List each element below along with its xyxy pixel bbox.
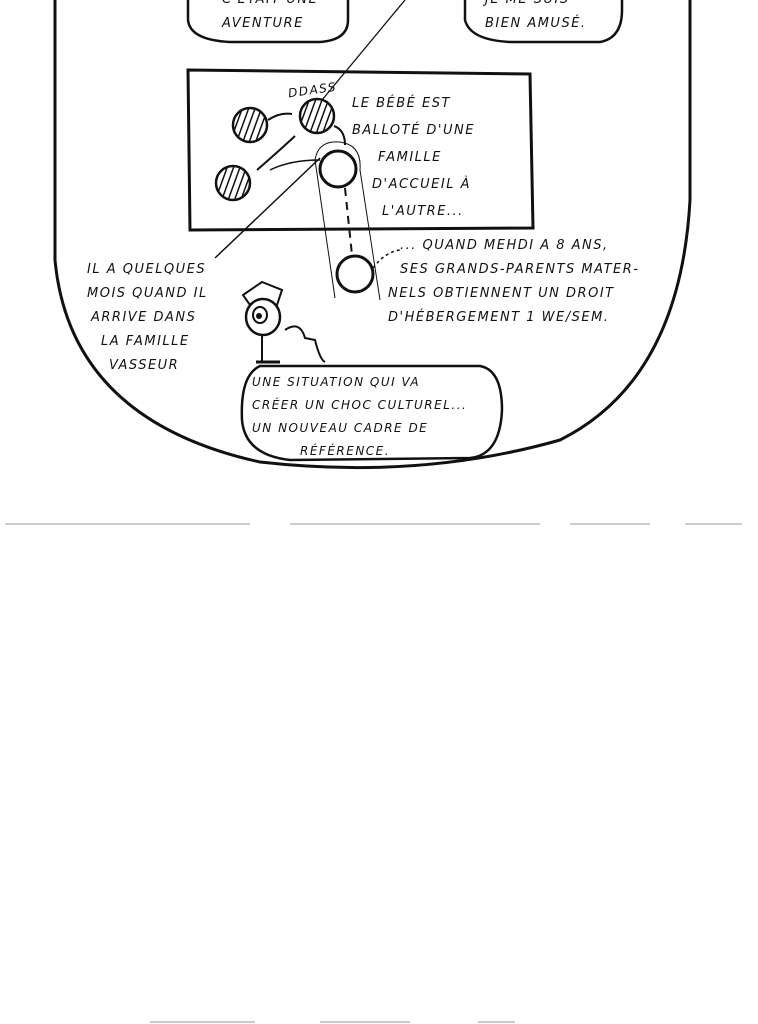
bubble-bottom [240,364,504,462]
bubble-line: UNE SITUATION QUI VA [252,375,421,389]
bubble-line: AVENTURE [222,16,304,31]
bubble-line: BIEN AMUSÉ. [485,16,587,31]
panel-line: L'AUTRE... [382,204,464,219]
frame-outline [53,0,692,470]
panel-line: D'ACCUEIL À [372,177,471,192]
hatched-circle [214,164,252,202]
hatched-circle [231,106,269,144]
bubble-line: RÉFÉRENCE. [300,444,391,458]
panel-line: FAMILLE [378,150,442,165]
caption-line: ... QUAND MEHDI A 8 ANS, [400,238,609,253]
caption-line: LA FAMILLE [101,334,190,349]
caption-right: ... QUAND MEHDI A 8 ANS, SES GRANDS-PARE… [388,234,640,330]
bubble-line: JE ME SUIS [485,0,587,12]
caption-line: SES GRANDS-PARENTS MATER- [400,262,640,277]
bubble-top-left [186,0,350,44]
bubble-line: CRÉER UN CHOC CULTUREL... [252,398,468,412]
bubble-line: UN NOUVEAU CADRE DE [252,421,429,435]
panel-line: BALLOTÉ D'UNE [352,123,475,138]
bubble-top-right-text: JE ME SUIS BIEN AMUSÉ. [485,0,587,36]
caption-line: IL A QUELQUES [87,262,207,277]
hatched-circle-ddass [298,97,336,135]
panel-text: LE BÉBÉ EST BALLOTÉ D'UNE FAMILLE D'ACCU… [352,90,475,225]
caption-line: MOIS QUAND IL [87,286,208,301]
bubble-top-left-text: C'ÉTAIT UNE AVENTURE [222,0,318,36]
bubble-line: C'ÉTAIT UNE [222,0,318,12]
panel-line: LE BÉBÉ EST [352,96,451,111]
open-circle [318,149,358,189]
caption-line: VASSEUR [109,358,180,373]
character-drawing [241,280,326,364]
caption-line: ARRIVE DANS [91,310,197,325]
panel-box [186,68,535,232]
caption-left: IL A QUELQUES MOIS QUAND IL ARRIVE DANS … [87,258,208,378]
open-circle [335,254,375,294]
caption-line: D'HÉBERGEMENT 1 WE/SEM. [388,310,610,325]
bubble-top-right [463,0,624,44]
bubble-bottom-text: UNE SITUATION QUI VA CRÉER UN CHOC CULTU… [252,371,467,463]
caption-line: NELS OBTIENNENT UN DROIT [388,286,615,301]
